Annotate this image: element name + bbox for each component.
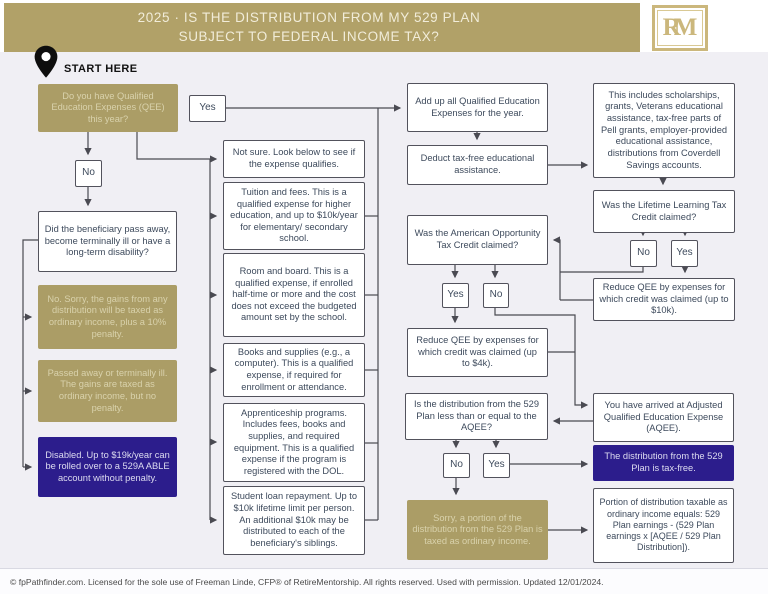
node-qee-yes: Yes	[189, 95, 226, 122]
node-no-sorry-penalty: No. Sorry, the gains from any distributi…	[38, 285, 177, 349]
node-reduce-qee-4k: Reduce QEE by expenses for which credit …	[407, 328, 548, 377]
node-qee-no: No	[75, 160, 102, 187]
footer-license-text: © fpPathfinder.com. Licensed for the sol…	[10, 577, 604, 587]
page-title: 2025 · IS THE DISTRIBUTION FROM MY 529 P…	[4, 3, 614, 52]
retirementorship-logo: R M	[652, 4, 708, 51]
node-reduce-qee-10k: Reduce QEE by expenses for which credit …	[593, 278, 735, 321]
node-aqee-yes: Yes	[483, 453, 510, 478]
title-bar: 2025 · IS THE DISTRIBUTION FROM MY 529 P…	[4, 3, 764, 52]
node-aotc-no: No	[483, 283, 509, 308]
node-add-up-qee: Add up all Qualified Education Expenses …	[407, 83, 548, 132]
node-tax-free-assistance-info: This includes scholarships, grants, Vete…	[593, 83, 735, 178]
node-aqee-no: No	[443, 453, 470, 478]
footer-bar: © fpPathfinder.com. Licensed for the sol…	[0, 568, 768, 594]
node-passed-away: Passed away or terminally ill. The gains…	[38, 360, 177, 422]
node-llc-question: Was the Lifetime Learning Tax Credit cla…	[593, 190, 735, 233]
node-room-board: Room and board. This is a qualified expe…	[223, 253, 365, 337]
node-disabled-able: Disabled. Up to $19k/year can be rolled …	[38, 437, 177, 497]
page-title-line1: 2025 · IS THE DISTRIBUTION FROM MY 529 P…	[137, 10, 481, 26]
start-here-label: START HERE	[64, 63, 138, 75]
node-aqee-question: Is the distribution from the 529 Plan le…	[405, 393, 548, 440]
logo-letter-r: R	[662, 14, 681, 41]
node-not-sure: Not sure. Look below to see if the expen…	[223, 140, 365, 178]
node-tuition: Tuition and fees. This is a qualified ex…	[223, 182, 365, 250]
node-distribution-tax-free: The distribution from the 529 Plan is ta…	[593, 445, 734, 481]
node-beneficiary-question: Did the beneficiary pass away, become te…	[38, 211, 177, 272]
page-title-line2: SUBJECT TO FEDERAL INCOME TAX?	[178, 28, 440, 44]
node-apprenticeship: Apprenticeship programs. Includes fees, …	[223, 403, 365, 482]
node-aotc-yes: Yes	[442, 283, 469, 308]
node-aqee-arrived: You have arrived at Adjusted Qualified E…	[593, 393, 734, 442]
node-student-loan: Student loan repayment. Up to $10k lifet…	[223, 486, 365, 555]
logo-letter-m: M	[673, 14, 698, 41]
node-aotc-question: Was the American Opportunity Tax Credit …	[407, 215, 548, 265]
node-taxable-portion-formula: Portion of distribution taxable as ordin…	[593, 488, 734, 563]
node-books-supplies: Books and supplies (e.g., a computer). T…	[223, 343, 365, 397]
node-deduct-assistance: Deduct tax-free educational assistance.	[407, 145, 548, 185]
node-sorry-portion-taxed: Sorry, a portion of the distribution fro…	[407, 500, 548, 560]
node-llc-yes: Yes	[671, 240, 698, 267]
node-llc-no: No	[630, 240, 657, 267]
node-qee-question: Do you have Qualified Education Expenses…	[38, 84, 178, 132]
logo-panel: R M	[640, 3, 764, 52]
map-pin-icon	[33, 44, 59, 85]
